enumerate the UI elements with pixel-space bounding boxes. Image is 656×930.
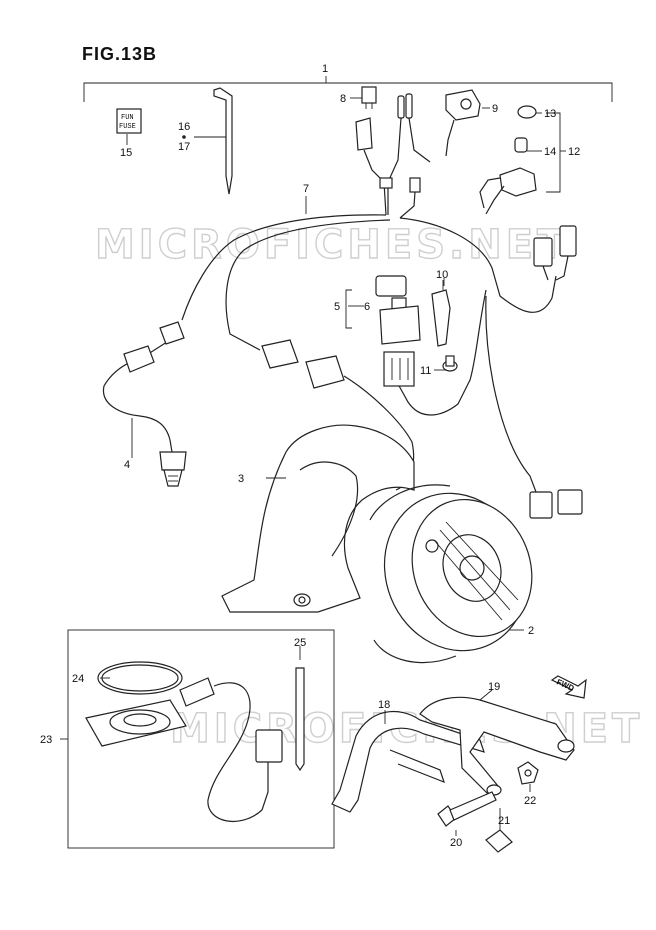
callout-8: 8 — [340, 93, 346, 105]
callout-22: 22 — [524, 795, 536, 807]
callout-1: 1 — [322, 63, 328, 75]
callout-21: 21 — [498, 815, 510, 827]
relay-screw-part[interactable] — [442, 355, 458, 372]
callout-16: 16 — [178, 121, 190, 133]
bulb-socket-part[interactable] — [479, 167, 537, 215]
indicator-cap-part[interactable] — [517, 105, 542, 119]
fan-shroud-part[interactable] — [221, 424, 415, 613]
group-bracket-12 — [546, 112, 566, 193]
fan-bracket-left-part[interactable] — [331, 710, 485, 813]
callout-numbers: 1 2 3 4 5 6 7 8 9 10 11 12 13 14 15 16 1… — [40, 63, 580, 849]
callout-10: 10 — [436, 269, 448, 281]
fuse-label-line1: FUN — [121, 114, 134, 122]
main-wiring-harness[interactable] — [102, 214, 557, 493]
callout-24: 24 — [72, 673, 84, 685]
clamp-tie-part[interactable] — [182, 87, 233, 195]
callout-5: 5 — [334, 301, 340, 313]
fan-fuse-label-part[interactable]: FUN FUSE — [116, 108, 142, 134]
callout-18: 18 — [378, 699, 390, 711]
bracket-nut-part[interactable] — [517, 761, 539, 785]
callout-2: 2 — [528, 625, 534, 637]
fan-thermo-sensor-part[interactable] — [159, 439, 187, 487]
figure-title: FIG.13B — [82, 44, 158, 64]
fuse-part[interactable] — [350, 86, 377, 109]
relay-coupler-part[interactable] — [383, 351, 415, 387]
callout-12: 12 — [568, 146, 580, 158]
bracket-collar-part[interactable] — [485, 808, 513, 853]
fan-bracket-right-part[interactable] — [419, 696, 575, 797]
relay-bracket-part[interactable] — [431, 278, 451, 347]
connector-left-lower[interactable] — [123, 345, 155, 373]
callout-15: 15 — [120, 147, 132, 159]
callout-17: 17 — [178, 141, 190, 153]
fan-motor-coupler-part[interactable] — [529, 489, 583, 519]
inset-switch-kit-box — [60, 629, 335, 849]
callout-14: 14 — [544, 146, 556, 158]
callout-13: 13 — [544, 108, 556, 120]
indicator-bulb-part[interactable] — [514, 137, 542, 153]
callout-leaders — [100, 134, 531, 836]
fuse-label-line2: FUSE — [119, 123, 136, 131]
watermark-top: MICROFICHES.NET — [95, 222, 568, 268]
callout-19: 19 — [488, 681, 500, 693]
fan-switch-body-part[interactable] — [85, 677, 283, 823]
relay-connectors-right[interactable] — [533, 225, 577, 281]
callout-25: 25 — [294, 637, 306, 649]
cooling-fan-motor-part[interactable] — [361, 472, 552, 673]
forward-direction-arrow: FWD — [550, 675, 587, 699]
bracket-bolt-part[interactable] — [437, 791, 497, 827]
o-ring-part[interactable] — [97, 661, 183, 695]
callout-23: 23 — [40, 734, 52, 746]
connector-left-upper[interactable] — [159, 321, 185, 345]
callout-9: 9 — [492, 103, 498, 115]
callout-6: 6 — [364, 301, 370, 313]
cable-tie-part[interactable] — [295, 646, 305, 772]
callout-3: 3 — [238, 473, 244, 485]
fwd-label: FWD — [555, 677, 576, 693]
thermo-switch-part[interactable] — [445, 89, 490, 157]
fan-relay-part[interactable] — [345, 275, 421, 345]
callout-7: 7 — [303, 183, 309, 195]
callout-11: 11 — [420, 365, 431, 377]
assembly-bracket-1 — [83, 76, 613, 102]
upper-harness-branch — [355, 93, 431, 219]
callout-20: 20 — [450, 837, 462, 849]
callout-4: 4 — [124, 459, 130, 471]
